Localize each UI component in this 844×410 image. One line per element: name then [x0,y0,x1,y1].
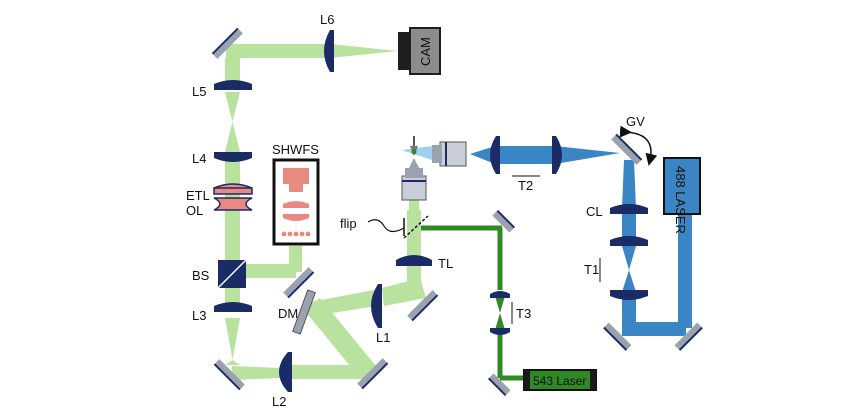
label-dm: DM [278,306,298,321]
lens-t2-right [552,136,562,174]
lens-tl [396,255,432,266]
label-etl: ETL [186,188,210,203]
laser-488: 488 LASER [663,157,701,234]
mirror-top-left [211,27,243,59]
flip-mirror [367,215,429,239]
label-bs: BS [192,268,210,283]
label-ol: OL [186,203,203,218]
shwfs-sensor [272,158,320,246]
detection-beam-path [225,44,426,380]
beam-splitter [217,259,247,289]
excitation-543-beam [421,225,524,381]
lens-cl [610,204,648,214]
lens-l5 [214,80,252,90]
objective-focus-beam [402,146,432,160]
mirror-488-bottom-left [603,322,632,351]
label-t3: T3 [516,306,531,321]
mirror-bottom-middle [357,358,389,390]
t3-beam-focus [495,296,505,330]
detection-objective [401,158,427,201]
label-cl: CL [586,204,603,219]
mirror-tl-lower [407,290,439,322]
lens-t2-left [490,136,500,174]
deformable-mirror [292,289,316,335]
mirror-bottom-left [213,359,245,391]
laser-488-label: 488 LASER [673,166,688,234]
label-shwfs: SHWFS [272,142,319,157]
lens-l2 [279,352,292,392]
mirror-488-bottom-right [674,322,703,351]
camera: CAM [398,27,441,75]
illumination-objective [432,141,467,167]
lenses [214,30,648,392]
lens-t1-top [610,236,648,246]
label-t2: T2 [518,178,533,193]
excitation-488-beam [470,146,692,336]
label-l5: L5 [192,84,206,99]
label-tl: TL [438,256,453,271]
mirror-543-top [492,209,516,233]
lens-ol [213,197,253,211]
camera-label: CAM [418,37,433,66]
lens-t3-bottom [490,328,510,335]
mirror-543-bottom [487,373,511,397]
label-l6: L6 [320,12,334,27]
lens-t1-bottom [610,290,648,300]
component-labels: L6 L5 L4 SHWFS ETL OL BS L3 DM L2 L1 fli… [186,12,645,409]
label-gv: GV [626,114,645,129]
lens-l6 [324,30,334,72]
label-flip: flip [340,216,357,231]
curved-line-icon [367,219,405,233]
lens-t3-top [490,291,510,298]
laser-543-label: 543 Laser [533,374,586,388]
label-l3: L3 [192,308,206,323]
laser-543: 543 Laser [523,369,597,391]
sample-tip [410,136,418,156]
label-l4: L4 [192,151,206,166]
curved-double-arrow-icon [619,125,658,166]
label-t1: T1 [584,262,599,277]
lens-l4 [214,152,252,162]
mirror-bs-branch [283,267,315,299]
lens-l3 [214,302,252,312]
etl-ol-assembly [213,183,253,211]
label-l1: L1 [376,330,390,345]
label-l2: L2 [272,394,286,409]
lens-etl [213,183,253,195]
lens-l1 [371,284,382,328]
